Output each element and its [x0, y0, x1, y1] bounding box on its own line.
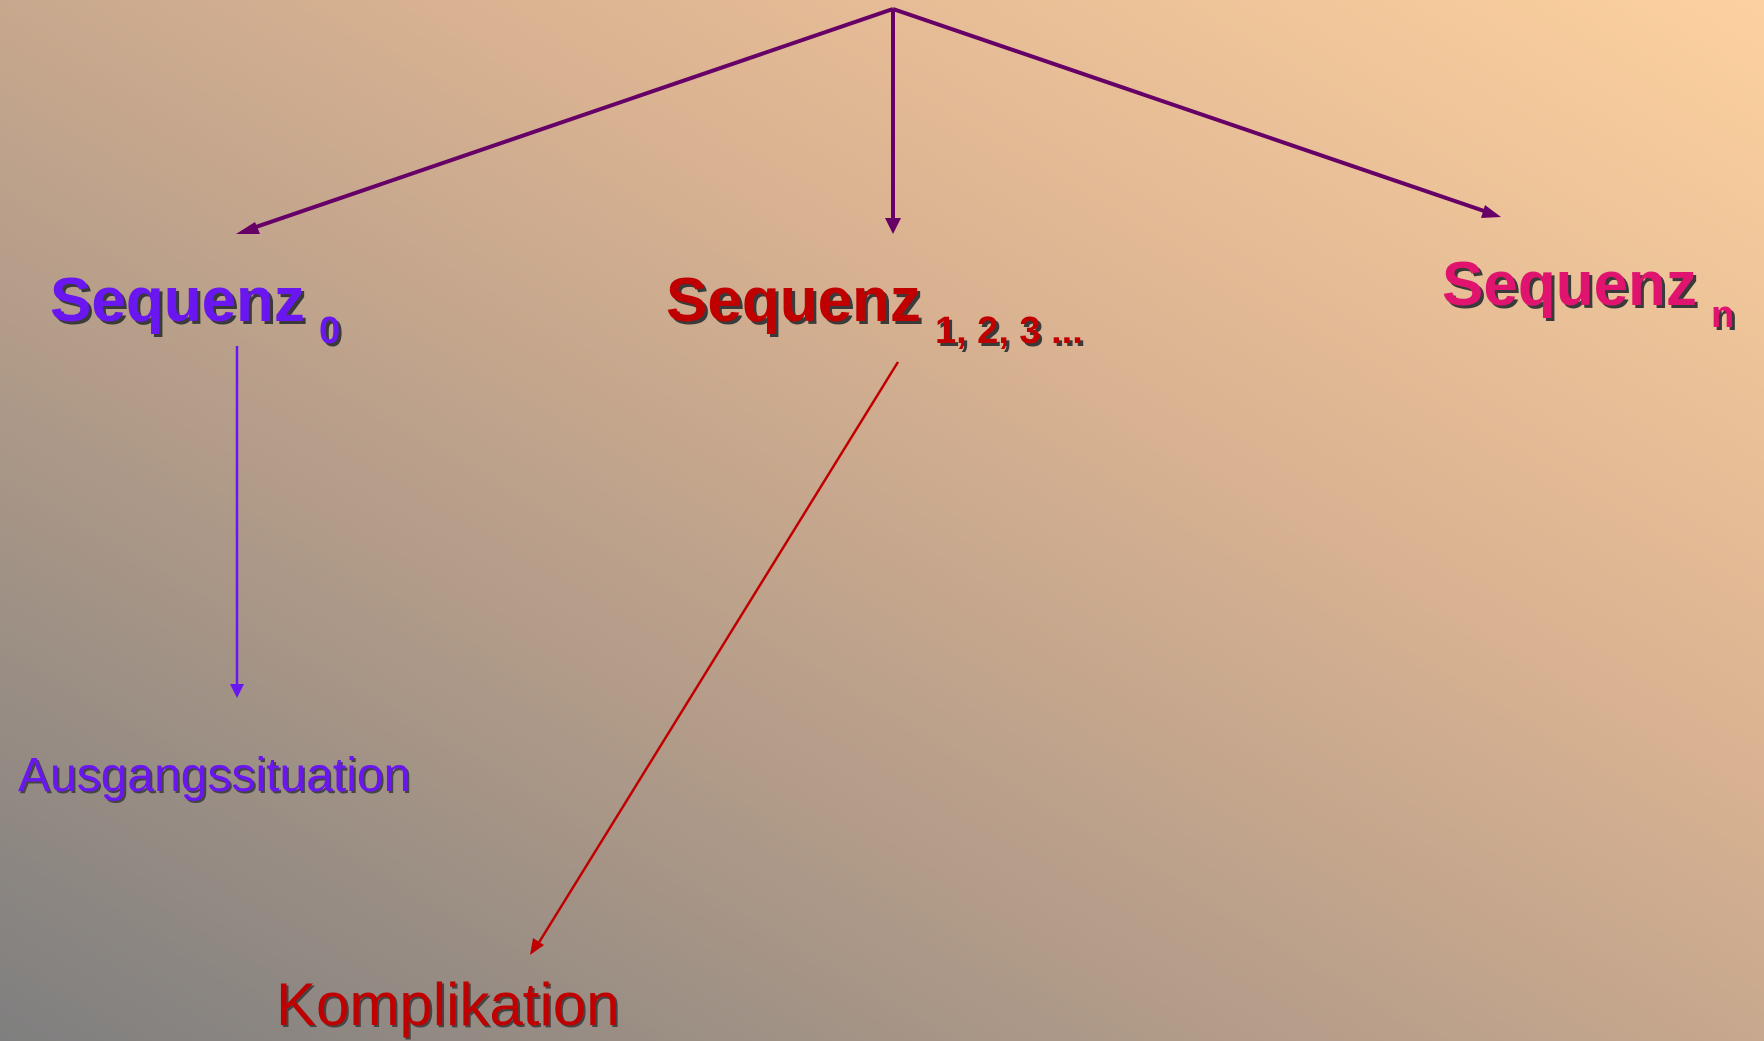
node-sequenz-0-label: Sequenz [50, 266, 305, 335]
node-sequenz-n-label: Sequenz [1442, 250, 1697, 319]
arrow-root-to-sequenz-n [892, 7, 1488, 214]
node-sequenz-mid-label: Sequenz [666, 266, 921, 335]
arrowhead-sequenz-n [1481, 205, 1501, 218]
arrowhead-komplikation [530, 938, 544, 955]
arrow-sequenz-mid-to-komplikation [536, 361, 900, 945]
node-ausgangssituation: Ausgangssituation [18, 749, 411, 802]
arrowhead-ausgangssituation [230, 684, 244, 698]
node-sequenz-mid-subscript: 1, 2, 3 ... [934, 310, 1083, 352]
arrowhead-sequenz-0 [236, 222, 260, 234]
node-komplikation: Komplikation [276, 971, 620, 1038]
node-sequenz-0-subscript: 0 [318, 310, 341, 352]
node-sequenz-n-subscript: n [1710, 294, 1735, 336]
arrowhead-sequenz-mid [885, 218, 901, 234]
arrow-root-to-sequenz-0 [249, 7, 894, 231]
